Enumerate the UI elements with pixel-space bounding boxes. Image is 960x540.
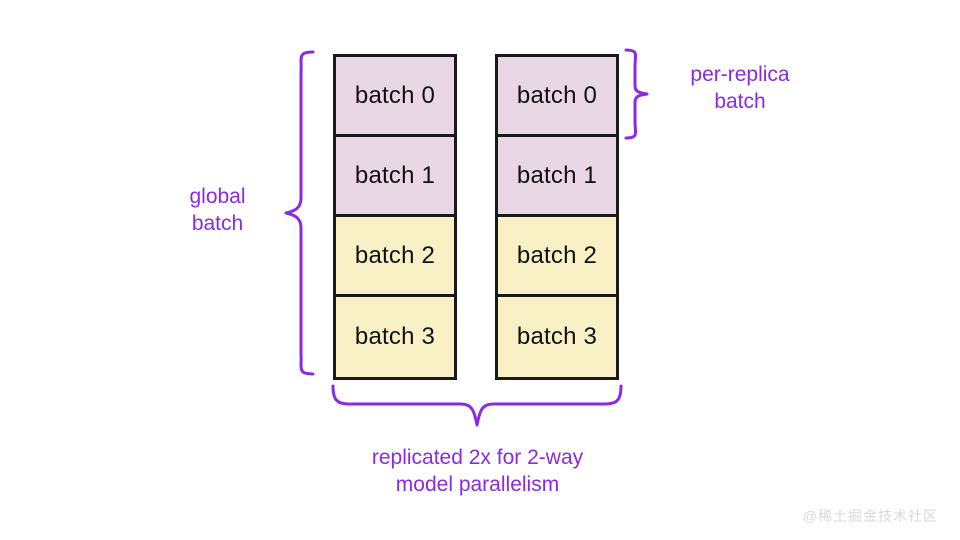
batch-cell: batch 3: [498, 297, 616, 377]
batch-cell: batch 2: [336, 217, 454, 297]
global-batch-brace: [283, 50, 317, 376]
batch-column-replica-0: batch 0 batch 1 batch 2 batch 3: [333, 54, 457, 380]
global-batch-label: global batch: [189, 185, 246, 235]
batch-cell: batch 3: [336, 297, 454, 377]
replication-caption: replicated 2x for 2-way model parallelis…: [371, 446, 584, 496]
replication-brace: [331, 384, 623, 428]
per-replica-batch-label: per-replica batch: [690, 63, 790, 113]
watermark: @稀土掘金技术社区: [802, 508, 938, 524]
batch-cell: batch 2: [498, 217, 616, 297]
batch-cell: batch 0: [336, 57, 454, 137]
per-replica-batch-brace: [623, 48, 653, 140]
batch-cell: batch 0: [498, 57, 616, 137]
batch-column-replica-1: batch 0 batch 1 batch 2 batch 3: [495, 54, 619, 380]
batch-cell: batch 1: [498, 137, 616, 217]
batch-cell: batch 1: [336, 137, 454, 217]
